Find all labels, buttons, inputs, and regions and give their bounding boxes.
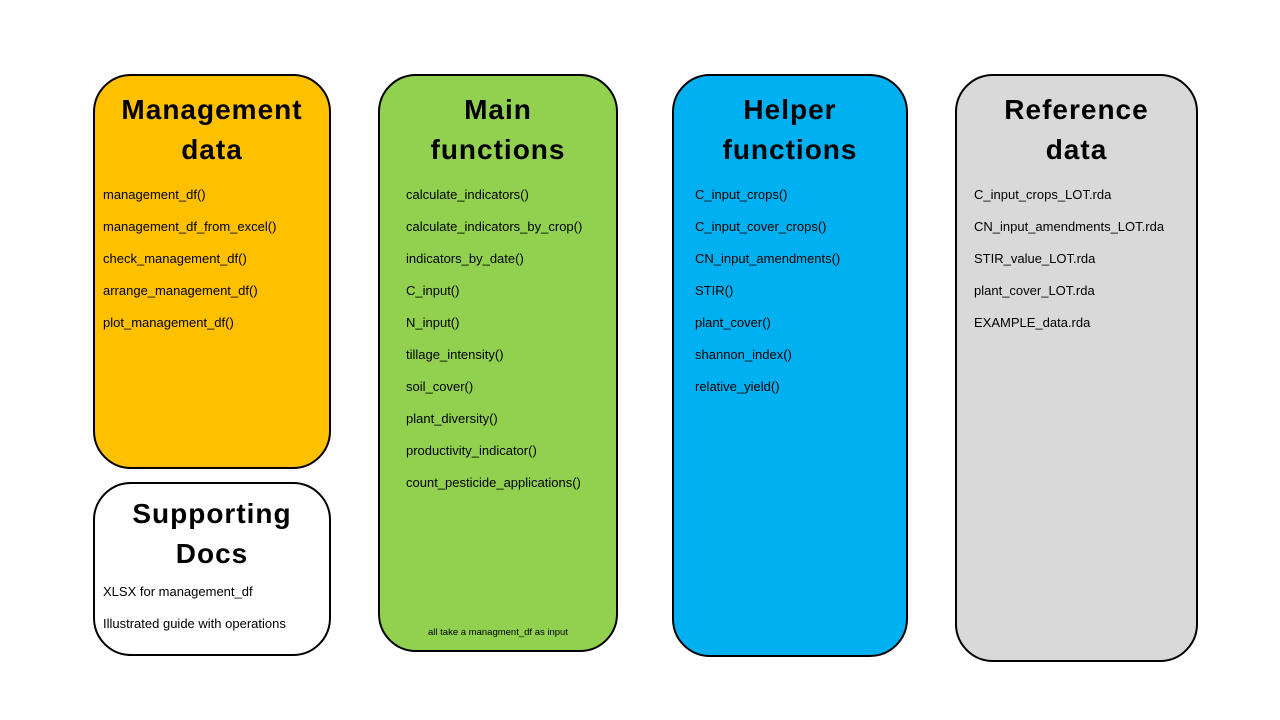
list-item: count_pesticide_applications(): [406, 475, 581, 490]
list-item: calculate_indicators_by_crop(): [406, 219, 583, 234]
box-title-line: Management: [121, 94, 303, 125]
box-title-line: Helper: [743, 94, 837, 125]
box-reference-data: Reference data C_input_crops_LOT.rda CN_…: [955, 74, 1198, 662]
list-item: CN_input_amendments_LOT.rda: [974, 219, 1165, 234]
list-item: STIR(): [695, 283, 734, 298]
list-item: tillage_intensity(): [406, 347, 504, 362]
list-item: check_management_df(): [103, 251, 247, 266]
box-main-functions: Main functions calculate_indicators() ca…: [378, 74, 618, 652]
list-item: EXAMPLE_data.rda: [974, 315, 1091, 330]
list-item: C_input_cover_crops(): [695, 219, 827, 234]
list-item: management_df(): [103, 187, 206, 202]
list-item: XLSX for management_df: [103, 584, 253, 599]
list-item: C_input_crops(): [695, 187, 788, 202]
list-item: C_input_crops_LOT.rda: [974, 187, 1112, 202]
function-list: management_df() management_df_from_excel…: [95, 179, 329, 339]
list-item: arrange_management_df(): [103, 283, 258, 298]
list-item: CN_input_amendments(): [695, 251, 841, 266]
box-title: Helper functions: [674, 76, 906, 170]
list-item: calculate_indicators(): [406, 187, 529, 202]
list-item: plot_management_df(): [103, 315, 234, 330]
box-title: Supporting Docs: [95, 484, 329, 574]
list-item: relative_yield(): [695, 379, 780, 394]
box-title-line: Main: [464, 94, 532, 125]
function-list: calculate_indicators() calculate_indicat…: [380, 179, 616, 499]
list-item: shannon_index(): [695, 347, 792, 362]
list-item: Illustrated guide with operations: [103, 616, 286, 631]
file-list: C_input_crops_LOT.rda CN_input_amendment…: [957, 179, 1196, 339]
list-item: productivity_indicator(): [406, 443, 537, 458]
function-list: C_input_crops() C_input_cover_crops() CN…: [674, 179, 906, 403]
box-title: Management data: [95, 76, 329, 170]
list-item: N_input(): [406, 315, 460, 330]
doc-list: XLSX for management_df Illustrated guide…: [95, 576, 329, 640]
box-title-line: Supporting: [132, 498, 292, 529]
box-title-line: Docs: [175, 538, 249, 569]
list-item: plant_diversity(): [406, 411, 498, 426]
box-title-line: data: [1045, 134, 1108, 165]
box-supporting-docs: Supporting Docs XLSX for management_df I…: [93, 482, 331, 656]
list-item: plant_cover(): [695, 315, 771, 330]
list-item: management_df_from_excel(): [103, 219, 277, 234]
list-item: plant_cover_LOT.rda: [974, 283, 1095, 298]
list-item: soil_cover(): [406, 379, 474, 394]
box-title: Main functions: [380, 76, 616, 170]
box-title: Reference data: [957, 76, 1196, 170]
box-management-data: Management data management_df() manageme…: [93, 74, 331, 469]
box-footnote: all take a managment_df as input: [428, 627, 568, 638]
list-item: C_input(): [406, 283, 460, 298]
box-title-line: functions: [722, 134, 858, 165]
list-item: STIR_value_LOT.rda: [974, 251, 1096, 266]
list-item: indicators_by_date(): [406, 251, 524, 266]
box-title-line: Reference: [1004, 94, 1149, 125]
box-title-line: data: [181, 134, 243, 165]
box-title-line: functions: [430, 134, 566, 165]
box-helper-functions: Helper functions C_input_crops() C_input…: [672, 74, 908, 657]
